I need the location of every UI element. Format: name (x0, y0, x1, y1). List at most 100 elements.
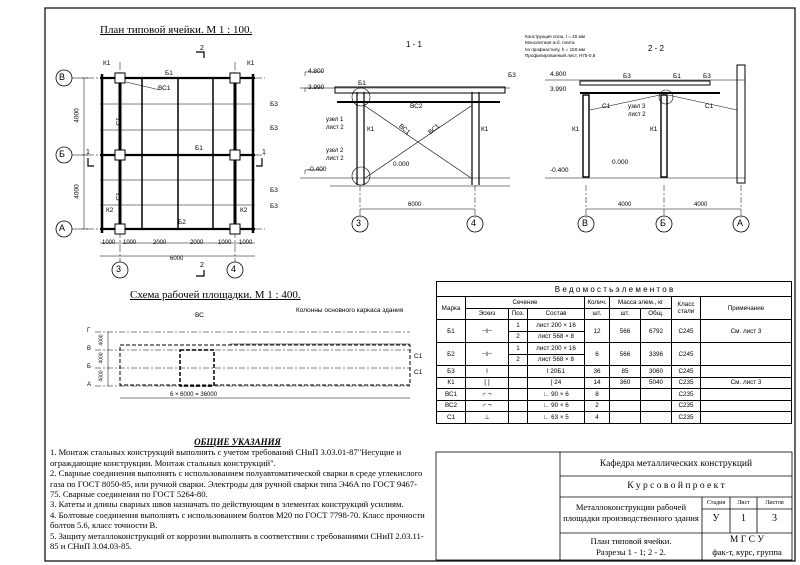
s22-level-0000: 0.000 (612, 159, 629, 166)
plan-view (55, 51, 265, 279)
note-4: 4. Болтовые соединения выполнять с испол… (50, 509, 425, 531)
th-mass-total: Общ. (640, 307, 672, 320)
s22-axis-v: В (582, 218, 589, 228)
plan-k2-left: К2 (106, 207, 114, 214)
cell-m1: 566 (609, 319, 641, 343)
s22-b3-left: Б3 (623, 73, 631, 80)
cell-mark: С1 (436, 411, 466, 424)
note-5: 5. Защиту металлоконструкций от коррозии… (50, 530, 424, 552)
cell-mt: 3396 (640, 342, 672, 366)
stamp-work-title-2: площадки производственного здания (563, 513, 699, 523)
cell-note: См. лист 3 (700, 376, 792, 389)
scheme-axis-b: Б (87, 364, 91, 370)
stamp-work-title-1: Металлоконструкции рабочей (575, 502, 687, 512)
table-row: С1 ⊥ ∟ 63 × 5 4 С235 (436, 411, 792, 424)
cell-note (700, 399, 792, 412)
plan-dim-total: 6000 (170, 256, 184, 262)
plan-cut-2-top: 2 (200, 45, 204, 52)
stamp-org: М Г С У (729, 535, 765, 545)
s11-k1-left: К1 (367, 126, 375, 133)
cell-mt (640, 388, 672, 401)
scheme-dim-left-3: 4000 (98, 370, 105, 382)
cell-comp: ∟ 90 × 6 (527, 399, 585, 412)
axis-3: 3 (116, 264, 122, 274)
cell-comp: ∟ 63 × 5 (527, 411, 585, 424)
sketch-icon: [ ] (465, 376, 509, 389)
cell-comp: лист 200 × 16 (527, 342, 585, 355)
plan-dim-6: 1000 (239, 240, 253, 246)
table-row: ВС2 ⌐ ¬ ∟ 90 × 6 2 С235 (436, 399, 792, 412)
s11-level-0400: -0.400 (308, 166, 327, 173)
th-mark: Марка (436, 296, 466, 320)
cell-m1: 566 (609, 342, 641, 366)
plan-b2: Б2 (178, 219, 186, 226)
section-2-2 (545, 64, 750, 233)
table-row: ВС1 ⌐ ¬ ∟ 90 × 6 8 С235 (436, 388, 792, 401)
cell-comp: [ 24 (527, 376, 585, 389)
notes-heading: ОБЩИЕ УКАЗАНИЯ (194, 437, 281, 447)
s22-level-3990: 3.990 (550, 86, 567, 93)
stamp-project: К у р с о в о й п р о е к т (627, 481, 725, 491)
scheme-dim-left-2: 4000 (98, 352, 105, 364)
th-note: Примечание (700, 296, 792, 320)
plan-b3-1: Б3 (270, 101, 278, 108)
cell-note: См. лист 3 (700, 319, 792, 343)
axis-b: Б (59, 149, 65, 159)
stamp-sheets: 3 (772, 513, 777, 524)
cell-qty: 2 (584, 399, 610, 412)
cell-comp: I 20Б1 (527, 365, 585, 378)
cell-mark: ВС2 (436, 399, 466, 412)
axis-a: А (59, 223, 66, 233)
plan-b3-4: Б3 (270, 203, 278, 210)
th-pos: Поз. (508, 307, 528, 320)
floor-note-line-2: Монолитная ж.б. плита (525, 40, 575, 46)
s22-axis-a: А (737, 218, 744, 228)
elements-table: В е д о м о с т ь э л е м е н т о в Марк… (436, 281, 792, 424)
cell-mark: Б2 (436, 342, 466, 366)
s22-axis-b: Б (660, 218, 666, 228)
cell-m1: 360 (609, 376, 641, 389)
cell-pos: 1 (508, 319, 528, 332)
sketch-icon: ⊥ (465, 411, 509, 424)
s22-span-2: 4000 (694, 202, 708, 208)
s22-span-1: 4000 (618, 202, 632, 208)
floor-note: Конструкция пола, t = 40 мм Монолитная ж… (525, 34, 595, 60)
plan-cut-1-right: 1 (262, 149, 266, 156)
s22-k1-right: К1 (650, 126, 658, 133)
cell-comp: лист 200 × 16 (527, 319, 585, 332)
scheme-axis-a: А (87, 382, 92, 388)
cell-note (700, 365, 792, 378)
cell-mt: 5040 (640, 376, 672, 389)
cell-mt: 6792 (640, 319, 672, 343)
cell-comp: лист 568 × 8 (527, 353, 585, 366)
plan-dim-left-1: 4000 (73, 108, 81, 123)
s11-node2: узел 2 (326, 148, 344, 154)
plan-dim-5: 1000 (218, 240, 232, 246)
s11-span: 6000 (408, 202, 422, 208)
note-1: 1. Монтаж стальных конструкций выполнять… (50, 447, 402, 468)
stamp-dept: Кафедра металлических конструкций (599, 459, 753, 469)
cell-qty: 12 (584, 319, 610, 343)
scheme-axis-v: В (87, 346, 92, 352)
scheme-c1-2: С1 (414, 369, 423, 376)
cell-mark: Б1 (436, 319, 466, 343)
stamp-org2: фак-т, курс, группа (712, 547, 782, 557)
plan-cut-2-bottom: 2 (200, 262, 204, 269)
plan-c1-1: С1 (115, 117, 123, 126)
s22-k1-left: К1 (572, 126, 580, 133)
plan-k1-left: К1 (103, 60, 111, 67)
cell-mark: ВС1 (436, 388, 466, 401)
cell-m1: 85 (609, 365, 641, 378)
sketch-icon: ⌐ ¬ (465, 388, 509, 401)
s11-vc2: ВС2 (410, 103, 423, 110)
s11-b1: Б1 (358, 80, 366, 87)
table-row: К1 [ ] [ 24 14 360 5040 С235 См. лист 3 (436, 376, 792, 389)
s11-level-0000: 0.000 (393, 161, 410, 168)
plan-k2-right: К2 (240, 207, 248, 214)
stamp-sheet-title-2: Разрезы 1 - 1; 2 - 2. (596, 547, 666, 557)
cell-note (700, 411, 792, 424)
s22-c1-left: С1 (602, 103, 611, 110)
axis-4: 4 (231, 264, 237, 274)
s11-axis-4: 4 (471, 218, 477, 228)
